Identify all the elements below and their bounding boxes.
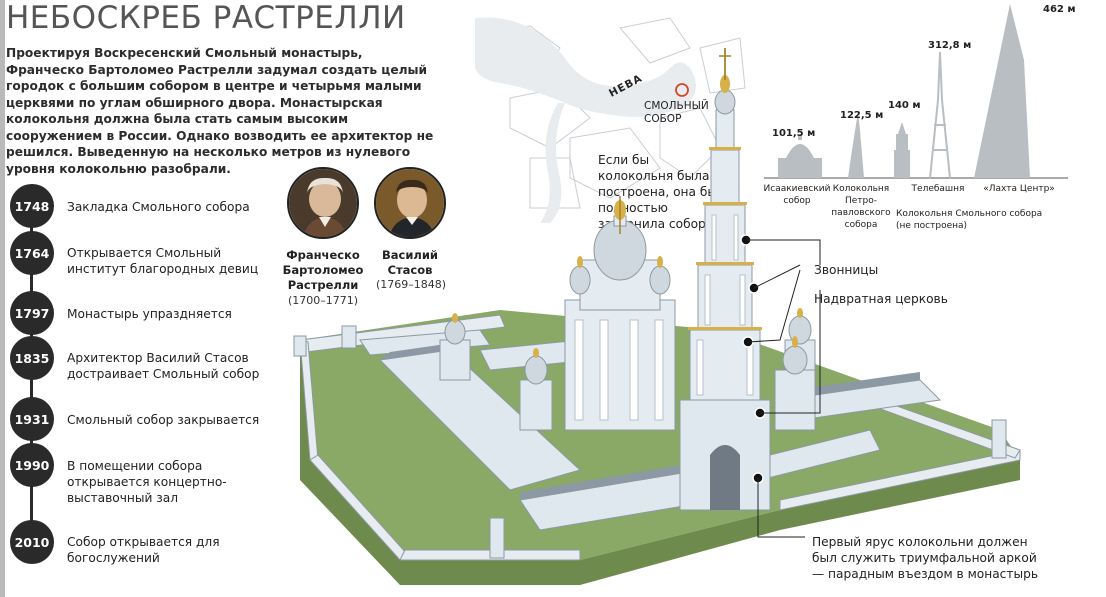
height-label: 140 м — [888, 100, 921, 111]
timeline-year: 1764 — [10, 231, 54, 275]
timeline-year: 1748 — [10, 184, 54, 228]
timeline-text: Архитектор Василий Стасов достраивает См… — [67, 351, 260, 381]
timeline-text: Монастырь упраздняется — [67, 307, 232, 321]
timeline-text: В помещении собора открывается концертно… — [67, 459, 227, 505]
callout-gate-church: Надвратная церковь — [814, 292, 948, 306]
height-label: 122,5 м — [840, 110, 884, 121]
person-dates: (1700–1771) — [287, 294, 359, 307]
building-name: Колокольня Петро-павловского собора — [831, 184, 891, 230]
timeline-year: 1931 — [10, 397, 54, 441]
timeline-text: Закладка Смольного собора — [67, 200, 250, 214]
callout-first-tier: Первый ярус колокольни должен был служит… — [812, 535, 1038, 581]
tv-tower-silhouette — [929, 51, 951, 179]
timeline-item-1990: 1990 В помещении собора открывается конц… — [10, 443, 280, 505]
timeline-item-1797: 1797 Монастырь упраздняется — [10, 291, 280, 335]
timeline-year: 1797 — [10, 291, 54, 335]
map-place-label: СМОЛЬНЫЙ СОБОР — [644, 100, 709, 125]
person-name: Василий Стасов — [382, 248, 438, 277]
location-map — [475, 17, 746, 223]
timeline-year: 1835 — [10, 336, 54, 380]
timeline-text: Открывается Смольный институт благородны… — [67, 246, 259, 276]
hypothetical-note: Если бы колокольня была построена, она б… — [598, 153, 718, 231]
timeline-item-1764: 1764 Открывается Смольный институт благо… — [10, 231, 280, 276]
building-name: Колокольня Смольного собора (не построен… — [896, 209, 1043, 231]
lakhta-center-silhouette — [974, 4, 1030, 178]
person-name: Франческо Бартоломео Растрелли — [282, 248, 364, 292]
monastery-illustration — [293, 48, 1021, 585]
smolny-belfry-silhouette — [894, 122, 910, 178]
timeline-text: Собор открывается для богослужений — [67, 535, 220, 565]
person-dates: (1769–1848) — [375, 278, 447, 291]
timeline-item-2010: 2010 Собор открывается для богослужений — [10, 520, 280, 565]
timeline-item-1748: 1748 Закладка Смольного собора — [10, 184, 280, 228]
height-label: 312,8 м — [928, 40, 972, 51]
callout-belfries: Звонницы — [814, 263, 879, 277]
timeline-text: Смольный собор закрывается — [67, 413, 260, 427]
height-label: 101,5 м — [772, 128, 816, 139]
location-marker-icon — [675, 83, 689, 97]
timeline-year: 2010 — [10, 520, 54, 564]
height-label: 462 м — [1043, 4, 1076, 15]
corner-church — [519, 348, 553, 431]
portrait-rastrelli — [287, 167, 359, 239]
bell-tower — [679, 48, 771, 511]
timeline-item-1931: 1931 Смольный собор закрывается — [10, 397, 280, 441]
gate-church — [774, 336, 816, 431]
isaac-cathedral-silhouette — [778, 134, 822, 178]
portrait-stasov — [374, 167, 446, 239]
timeline-year: 1990 — [10, 443, 54, 487]
building-name: Исаакиевский собор — [763, 184, 831, 206]
height-comparison-graphic — [764, 4, 1068, 179]
corner-church — [439, 313, 471, 381]
page-edge-strip — [0, 0, 5, 597]
timeline-item-1835: 1835 Архитектор Василий Стасов достраива… — [10, 336, 280, 381]
peter-paul-silhouette — [848, 112, 864, 178]
building-name: Телебашня — [911, 184, 965, 194]
intro-text: Проектируя Воскресенский Смольный монаст… — [6, 46, 434, 176]
page-title: НЕБОСКРЕБ РАСТРЕЛЛИ — [6, 0, 406, 36]
building-name: «Лахта Центр» — [983, 184, 1055, 194]
main-cathedral — [564, 196, 676, 431]
